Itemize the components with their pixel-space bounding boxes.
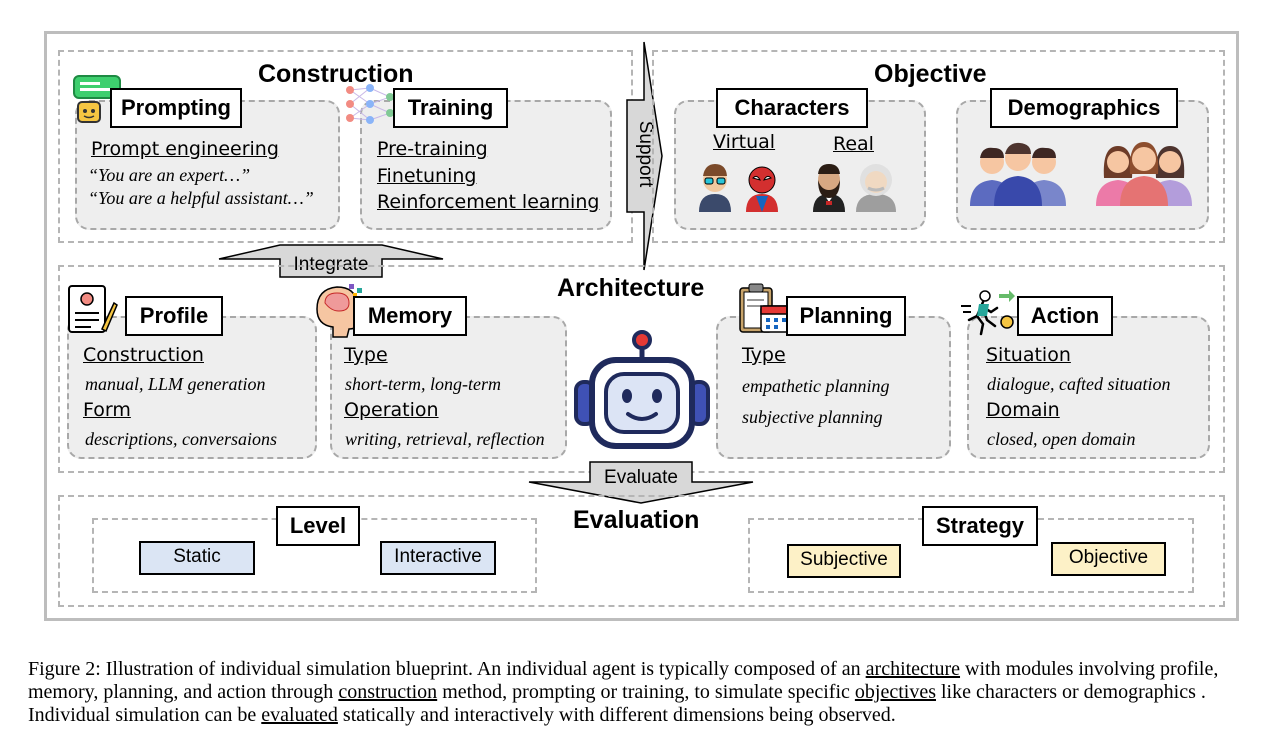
action-card <box>967 316 1210 459</box>
figure-frame <box>44 31 1239 621</box>
training-label: Training <box>393 88 508 128</box>
virtual-character-icon <box>699 164 731 212</box>
prompt-example-1: “You are an expert…” <box>88 165 251 185</box>
characters-label: Characters <box>716 88 868 128</box>
female-group-icon <box>1096 142 1192 206</box>
clipboard-calendar-icon <box>739 283 792 333</box>
action-heading-1: Situation <box>986 344 1071 366</box>
profile-value-2: descriptions, conversaions <box>85 429 277 449</box>
planning-label: Planning <box>786 296 906 336</box>
prompting-label: Prompting <box>110 88 242 128</box>
memory-value-2: writing, retrieval, reflection <box>345 429 545 449</box>
evaluation-title: Evaluation <box>573 506 700 534</box>
static-box: Static <box>139 541 255 575</box>
caption-text-5: statically and interactively with differ… <box>337 704 896 726</box>
profile-heading-2: Form <box>83 399 131 421</box>
prompt-example-2: “You are a helpful assistant…” <box>88 188 314 208</box>
level-label: Level <box>276 506 360 546</box>
integrate-label: Integrate <box>293 254 369 275</box>
caption-link-evaluated: evaluated <box>261 704 338 726</box>
profile-label: Profile <box>125 296 223 336</box>
planning-value-2: subjective planning <box>742 407 883 427</box>
memory-card <box>330 316 567 459</box>
interactive-box: Interactive <box>380 541 496 575</box>
evaluate-label: Evaluate <box>604 467 678 488</box>
spiderman-icon <box>746 166 778 212</box>
training-item-1: Pre-training <box>377 138 488 160</box>
action-value-1: dialogue, cafted situation <box>987 374 1171 394</box>
action-label: Action <box>1017 296 1113 336</box>
training-item-3: Reinforcement learning <box>377 191 600 213</box>
profile-card <box>67 316 317 459</box>
profile-document-icon <box>68 285 118 333</box>
strategy-label: Strategy <box>922 506 1038 546</box>
caption-text-2: with modules involving profile, memory, … <box>28 658 1219 703</box>
real-label: Real <box>833 133 874 155</box>
caption-link-architecture: architecture <box>865 658 961 680</box>
memory-heading-2: Operation <box>344 399 439 421</box>
einstein-icon <box>856 164 896 212</box>
training-item-2: Finetuning <box>377 165 477 187</box>
profile-value-1: manual, LLM generation <box>85 374 266 394</box>
architecture-title: Architecture <box>557 274 705 302</box>
construction-title: Construction <box>258 60 414 88</box>
objective-section <box>652 50 1225 243</box>
running-person-icon <box>961 290 1015 336</box>
caption-text-4: like characters or demographics . Indivi… <box>28 681 1206 726</box>
neural-network-icon <box>346 84 394 124</box>
prompt-engineering-text: Prompt engineering <box>91 138 279 160</box>
caption-text-1: Figure 2: Illustration of individual sim… <box>28 658 866 680</box>
robot-icon <box>574 330 710 449</box>
male-group-icon <box>970 142 1066 206</box>
demographics-label: Demographics <box>990 88 1178 128</box>
memory-value-1: short-term, long-term <box>345 374 501 394</box>
objective-title: Objective <box>874 60 987 88</box>
support-arrow <box>626 41 663 271</box>
planning-value-1: empathetic planning <box>742 376 890 396</box>
action-value-2: closed, open domain <box>987 429 1136 449</box>
chat-bot-icon <box>73 75 121 123</box>
profile-heading-1: Construction <box>83 344 204 366</box>
subjective-box: Subjective <box>787 544 901 578</box>
objective-box: Objective <box>1051 542 1166 576</box>
evaluation-section <box>58 495 1225 607</box>
caption-text-3: method, prompting or training, to simula… <box>437 681 855 703</box>
caption-link-construction: construction <box>338 681 438 703</box>
planning-heading-1: Type <box>742 344 786 366</box>
action-heading-2: Domain <box>986 399 1060 421</box>
lincoln-icon <box>813 164 845 212</box>
evaluate-arrow <box>528 461 754 504</box>
memory-heading-1: Type <box>344 344 388 366</box>
figure-caption: Figure 2: Illustration of individual sim… <box>28 658 1264 727</box>
virtual-label: Virtual <box>713 131 776 153</box>
caption-link-objectives: objectives <box>854 681 936 703</box>
memory-label: Memory <box>353 296 467 336</box>
planning-card <box>716 316 951 459</box>
